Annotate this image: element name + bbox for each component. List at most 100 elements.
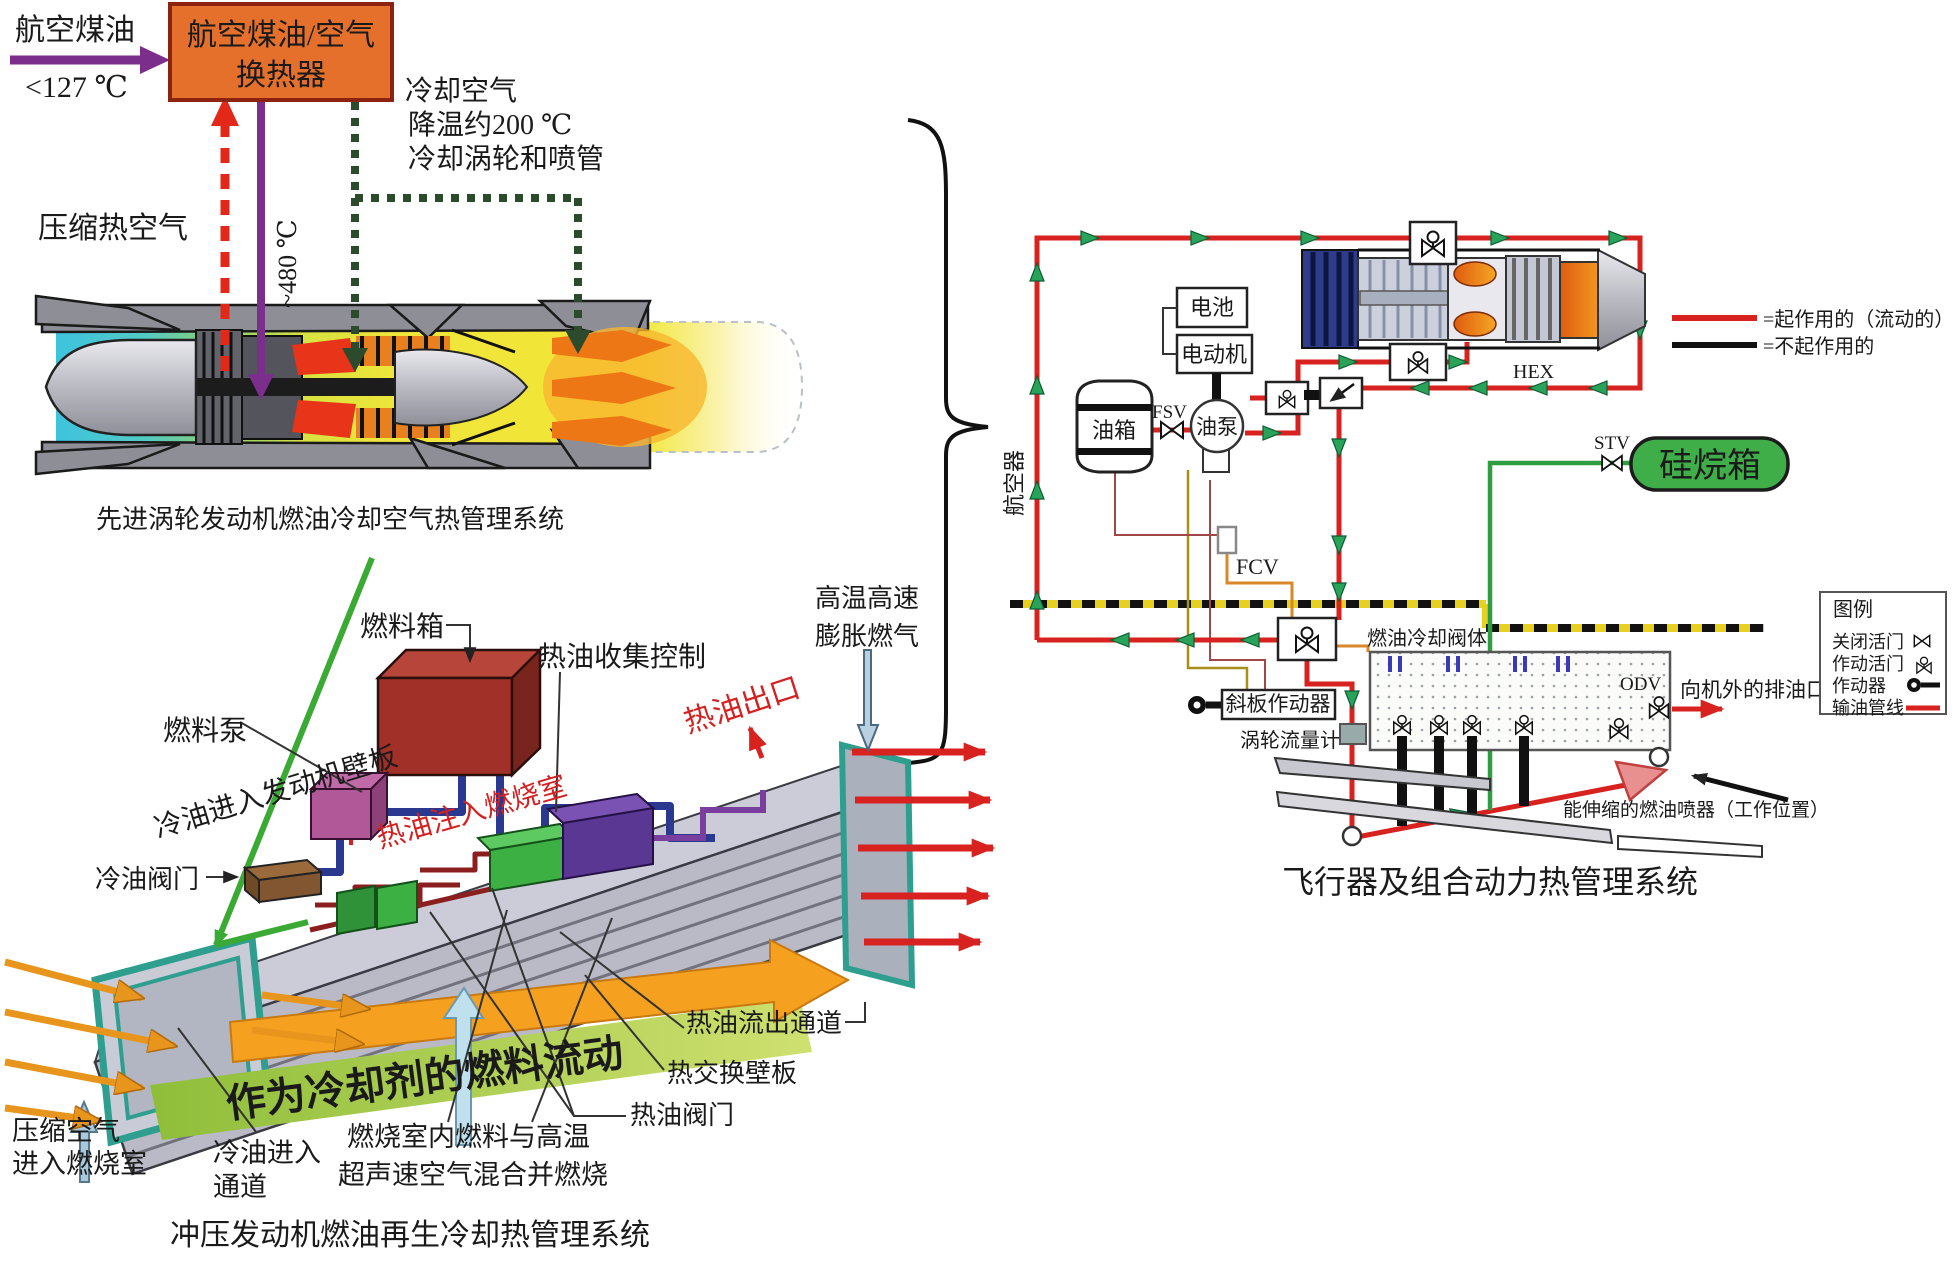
turbofan-engine-illustration — [34, 294, 804, 476]
motor-label: 电动机 — [1181, 342, 1247, 367]
oil-tank-label: 油箱 — [1092, 418, 1136, 443]
battery-label: 电池 — [1190, 295, 1234, 320]
hot-air-label: 压缩热空气 — [38, 212, 188, 245]
drain-label: 向机外的排油口 — [1680, 678, 1827, 702]
valve-box-topline — [1408, 220, 1458, 266]
cool-air-label-3: 冷却涡轮和喷管 — [408, 143, 604, 175]
ramjet-illustration — [4, 556, 996, 1183]
turbine-flowmeter-icon — [1339, 723, 1367, 745]
oil-pump: 油泵 — [1189, 398, 1245, 473]
motor-pump-shaft — [1212, 373, 1221, 405]
oil-tank: 油箱 — [1075, 379, 1154, 474]
stv-label: STV — [1594, 433, 1630, 454]
inlet-spinner — [44, 338, 198, 437]
legend-line-samples — [1672, 315, 1757, 348]
combustion-label-1: 燃烧室内燃料与高温 — [347, 1122, 590, 1152]
fcv-label: FCV — [1236, 554, 1279, 579]
fuel-tank-3d — [374, 646, 544, 778]
hot-oil-collect-label: 热油收集控制 — [538, 641, 706, 673]
fsv-valve-icon — [1160, 421, 1184, 439]
cold-oil-channel-label-1: 冷油进入 — [213, 1138, 321, 1168]
fsv-label: FSV — [1152, 402, 1187, 423]
kerosene-temp-label: <127 ℃ — [25, 71, 128, 104]
hot-oil-out-channel-label: 热油流出通道 — [686, 1009, 842, 1038]
legend-actuator-label: 作动器 — [1832, 676, 1886, 696]
aircraft-label: 航空器 — [1002, 450, 1027, 516]
battery-box: 电池 — [1175, 286, 1249, 329]
hot-oil-valve-label: 热油阀门 — [630, 1101, 734, 1130]
silane-line — [1487, 460, 1631, 810]
swash-actuator: 斜板作动器 — [1188, 688, 1337, 721]
legend-pipe-label: 输油管线 — [1832, 698, 1904, 718]
hot-gas-exit-arrows — [852, 742, 996, 952]
variable-valve-box — [1318, 376, 1364, 410]
control-line-maroon-1 — [1114, 472, 1218, 536]
silane-tank-label: 硅烷箱 — [1659, 447, 1761, 485]
heat-exchanger-box: 航空煤油/空气 换热器 — [168, 2, 394, 102]
valve-body-label: 燃油冷却阀体 — [1367, 627, 1487, 650]
injector-node — [1648, 746, 1670, 768]
fuel-pump-label: 燃料泵 — [163, 715, 247, 747]
valve-box-d — [1388, 342, 1448, 382]
oil-pump-label: 油泵 — [1196, 415, 1238, 439]
hot-oil-main-arrow — [228, 938, 851, 1064]
valve-box-b — [1264, 380, 1310, 416]
label-leader-lines — [177, 624, 866, 1133]
blue-pipe-tank-pump — [372, 775, 466, 816]
cold-oil-channel-label-2: 通道 — [213, 1172, 267, 1202]
curly-brace — [907, 118, 989, 765]
combustor-flame-bottom — [292, 400, 356, 438]
hot-gas-label-2: 膨胀燃气 — [815, 622, 919, 651]
turbine-flowmeter-label: 涡轮流量计 — [1240, 729, 1340, 752]
fcv-sensor — [1216, 525, 1238, 555]
stv-valve-icon — [1601, 454, 1623, 472]
afterburner-flames — [552, 330, 676, 446]
fuel-tank-label: 燃料箱 — [360, 611, 444, 643]
purple-collector-box — [545, 792, 656, 881]
ramjet-caption: 冲压发动机燃油再生冷却热管理系统 — [170, 1219, 650, 1252]
legend-close-valve-label: 关闭活门 — [1832, 632, 1904, 652]
engine-core — [150, 328, 529, 447]
motor-box: 电动机 — [1175, 333, 1254, 375]
control-line-maroon-2 — [1209, 480, 1266, 690]
cold-oil-valve-box — [242, 858, 324, 905]
legend-inactive-label: =不起作用的 — [1763, 335, 1874, 358]
compressed-air-label-1: 压缩空气 — [12, 1116, 120, 1146]
right-caption: 飞行器及组合动力热管理系统 — [1282, 864, 1698, 900]
kerosene-label: 航空煤油 — [15, 14, 135, 47]
odv-label: ODV — [1620, 674, 1661, 695]
temp-480-label: ~480 ℃ — [273, 219, 302, 308]
cold-oil-valve-label: 冷油阀门 — [95, 865, 199, 894]
hot-gas-label-1: 高温高速 — [815, 584, 919, 613]
hot-gas-down-arrow — [856, 649, 880, 753]
inactive-black-segment — [1304, 390, 1324, 400]
hx-wall-label: 热交换壁板 — [667, 1059, 797, 1088]
compressed-air-label-2: 进入燃烧室 — [12, 1149, 147, 1179]
legend-active-label: =起作用的（流动的） — [1763, 308, 1954, 331]
valve-body-ports — [1388, 656, 1570, 672]
battery-motor-link — [1162, 307, 1177, 355]
combustor-flame-top — [292, 338, 356, 375]
fuel-pump-3d — [308, 770, 390, 842]
green-valve-manifold-b — [475, 822, 576, 893]
combustion-label-2: 超声速空气混合并燃烧 — [338, 1160, 608, 1190]
legend-act-valve-label: 作动活门 — [1832, 654, 1904, 674]
hex-label: HEX — [1513, 361, 1555, 383]
retractable-injector — [1614, 760, 1669, 803]
hazard-boundary-line — [1010, 600, 1764, 632]
pipe-node — [1341, 825, 1363, 847]
exit-frame — [838, 741, 916, 989]
cooled-air-dotted-path — [351, 102, 582, 356]
engine-illustration-small — [1301, 248, 1646, 352]
legend-actuator-icon — [1907, 678, 1940, 692]
hot-oil-outlet-label: 热油出口 — [680, 671, 804, 739]
inlet-ramps — [1273, 756, 1763, 859]
right-schematic: HEX 电池 电动机 油箱 FSV 油泵 FCV STV 硅烷箱 燃油 — [1002, 220, 1954, 900]
cold-fuel-green-pipe2 — [215, 919, 309, 948]
valve-box-c — [1276, 616, 1338, 662]
inlet-air-arrows — [4, 958, 368, 1121]
silane-tank: 硅烷箱 — [1629, 436, 1790, 492]
hx-box-line1: 航空煤油/空气 — [187, 19, 375, 52]
